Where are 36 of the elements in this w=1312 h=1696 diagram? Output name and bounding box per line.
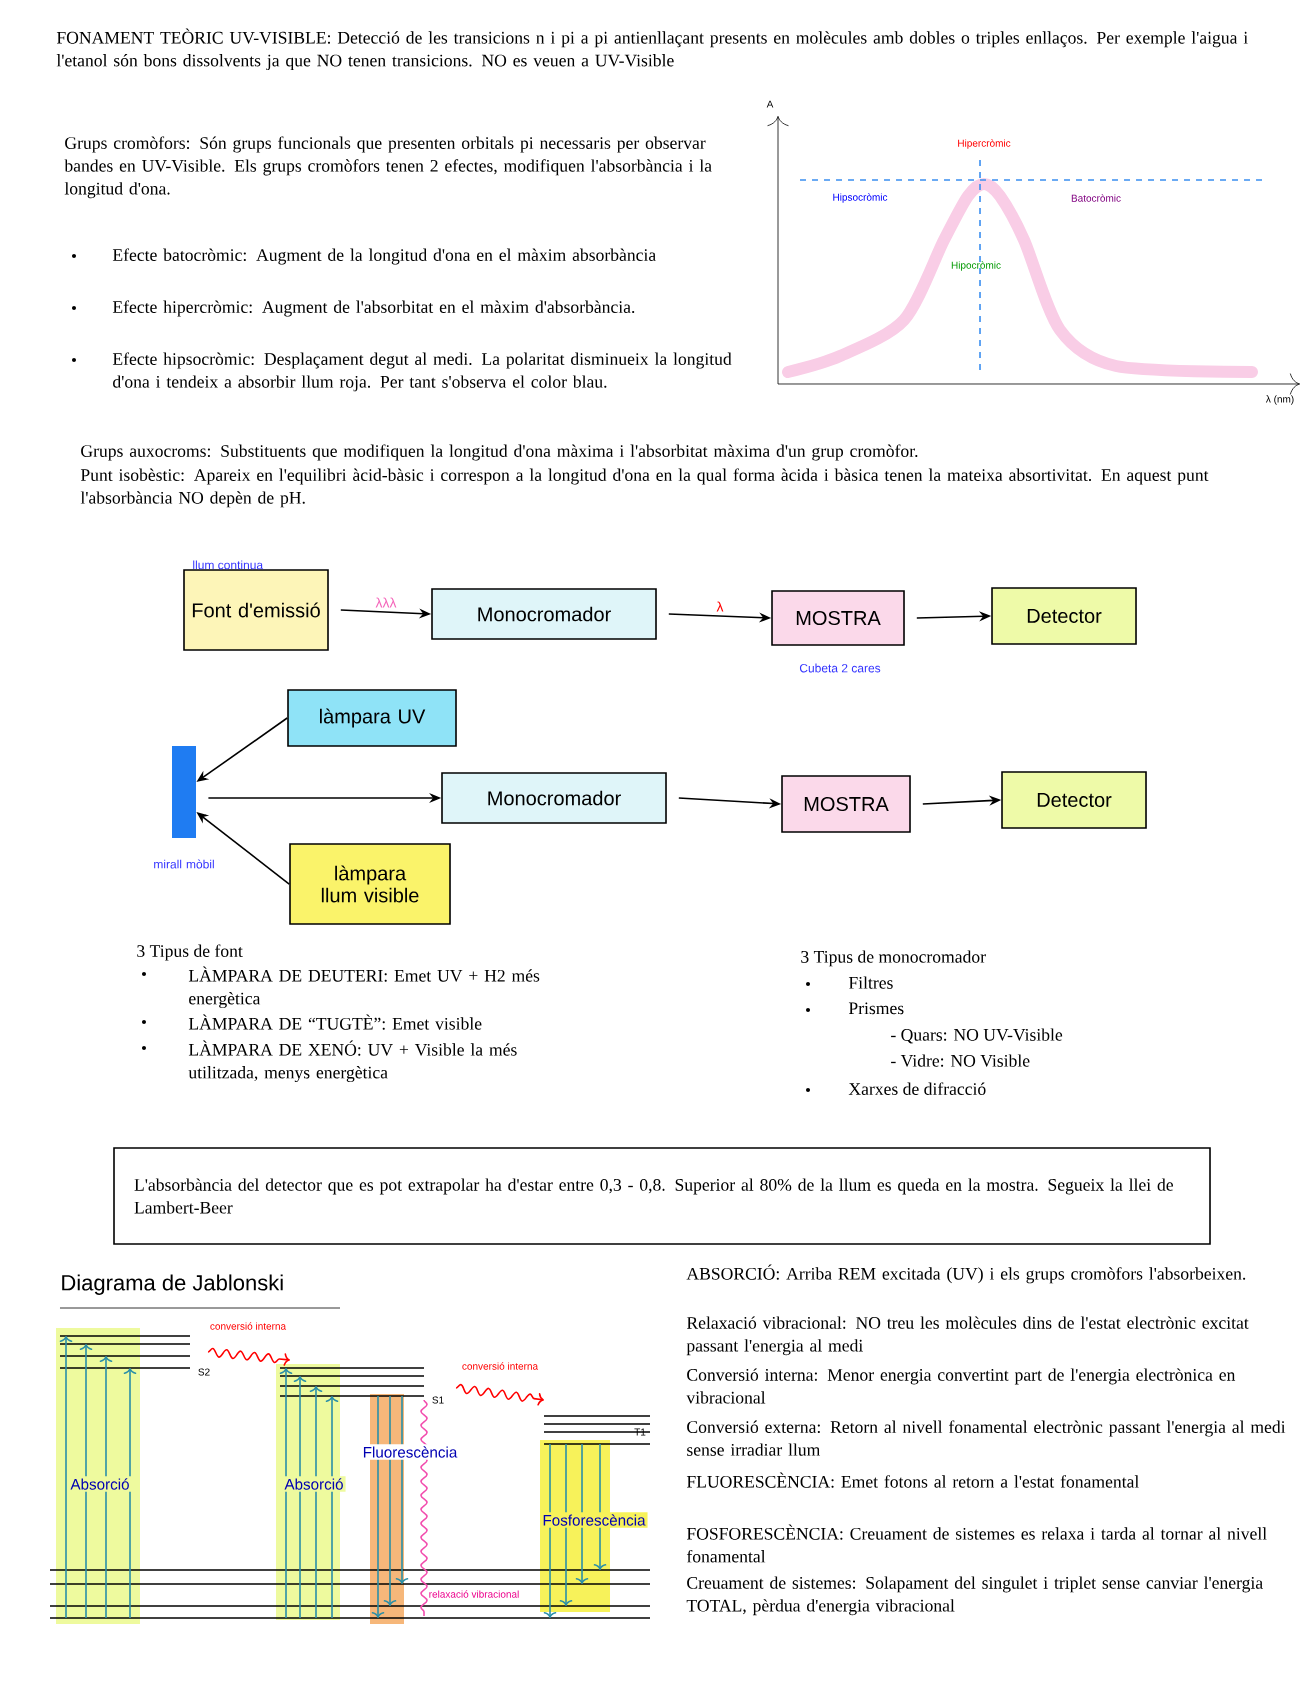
process-box: Font d'emissió (183, 569, 329, 651)
paragraph: FOSFORESCÈNCIA: Creuament de sistemes es relaxa i tarda al tornar al nivell fonamental (686, 1524, 1267, 1563)
bullet-text: Efecte batocròmic: Augment de la longitud d'ona en el màxim absorbància (112, 248, 656, 265)
process-box: Monocromador (431, 588, 657, 640)
paragraph: FLUORESCÈNCIA: Emet fotons al retorn a l'estat fonamental (686, 1472, 1139, 1488)
note-box: L'absorbància del detector que es pot extrapolar ha d'estar entre 0,3 - 0,8. Superior al 80% de la llum es queda en la mostra. Segueix la llei de Lambert-Beer (113, 1147, 1211, 1245)
paragraph: Creuament de sistemes: Solapament del singulet i triplet sense canviar l'energia TOTAL, pèrdua d'energia vibracional (686, 1576, 1263, 1616)
process-box: Detector (1001, 771, 1147, 829)
paragraph: Relaxació vibracional: NO treu les molècules dins de l'estat electrònic excitat passant l'energia al medi (686, 1316, 1249, 1356)
process-box: MOSTRA (771, 590, 905, 646)
paragraph: ABSORCIÓ: Arriba REM excitada (UV) i els grups cromòfors l'absorbeixen. (686, 1264, 1246, 1284)
paragraph: FONAMENT TEÒRIC UV-VISIBLE: Detecció de les transicions n i pi a pi antienllaçant presents en molècules amb dobles o triples enllaços. Per exemple l'aigua i l'etanol són bons dissolvents ja que NO tenen transicions. NO es veuen a UV-Visible (56, 28, 1248, 71)
paragraph: Conversió externa: Retorn al nivell fonamental electrònic passant l'energia al medi sense irradiar llum (687, 1420, 1286, 1456)
list-heading: 3 Tipus de monocromador (801, 950, 986, 967)
bullet-text: Efecte hipsocròmic: Desplaçament degut al medi. La polaritat disminueix la longitud d'ona i tendeix a absorbir llum roja. Per tant s'observa el color blau. (112, 352, 732, 392)
bullet-text: LÀMPARA DE XENÓ: UV + Visible la més utilitzada, menys energètica (188, 1040, 517, 1083)
list-heading: 3 Tipus de font (137, 944, 243, 961)
process-box: Monocromador (441, 772, 667, 824)
mirror-bar (172, 746, 196, 838)
list-item: - Quars: NO UV-Visible (891, 1028, 1063, 1044)
list-item: - Vidre: NO Visible (891, 1054, 1030, 1067)
bullet-text: LÀMPARA DE “TUGTÈ”: Emet visible (188, 1014, 482, 1030)
process-box: làmpara UV (287, 689, 457, 747)
process-box: MOSTRA (781, 775, 911, 833)
bullet-text: Efecte hipercròmic: Augment de l'absorbitat en el màxim d'absorbància. (112, 300, 635, 317)
bullet-text: Filtres (848, 976, 893, 989)
process-box: làmpara llum visible (289, 843, 451, 925)
bullet-text: Prismes (848, 1002, 904, 1015)
process-box: Detector (991, 587, 1137, 645)
paragraph: Grups auxocroms: Substituents que modifiquen la longitud d'ona màxima i l'absorbitat màxima d'un grup cromòfor. (81, 444, 918, 461)
paragraph: Punt isobèstic: Apareix en l'equilibri àcid-bàsic i correspon a la longitud d'ona en la qual forma àcida i bàsica tenen la mateixa absortivitat. En aquest punt l'absorbància NO depèn de pH. (80, 468, 1209, 508)
bullet-text: Xarxes de difracció (848, 1082, 986, 1095)
bullet-text: LÀMPARA DE DEUTERI: Emet UV + H2 més energètica (188, 966, 540, 1009)
paragraph: Conversió interna: Menor energia convertint part de l'energia electrònica en vibracional (686, 1368, 1236, 1404)
section-heading: Diagrama de Jablonski (59, 1274, 341, 1309)
paragraph: Grups cromòfors: Són grups funcionals que presenten orbitals pi necessaris per observar bandes en UV-Visible. Els grups cromòfors tenen 2 efectes, modifiquen l'absorbància i la longitud d'ona. (64, 136, 712, 199)
